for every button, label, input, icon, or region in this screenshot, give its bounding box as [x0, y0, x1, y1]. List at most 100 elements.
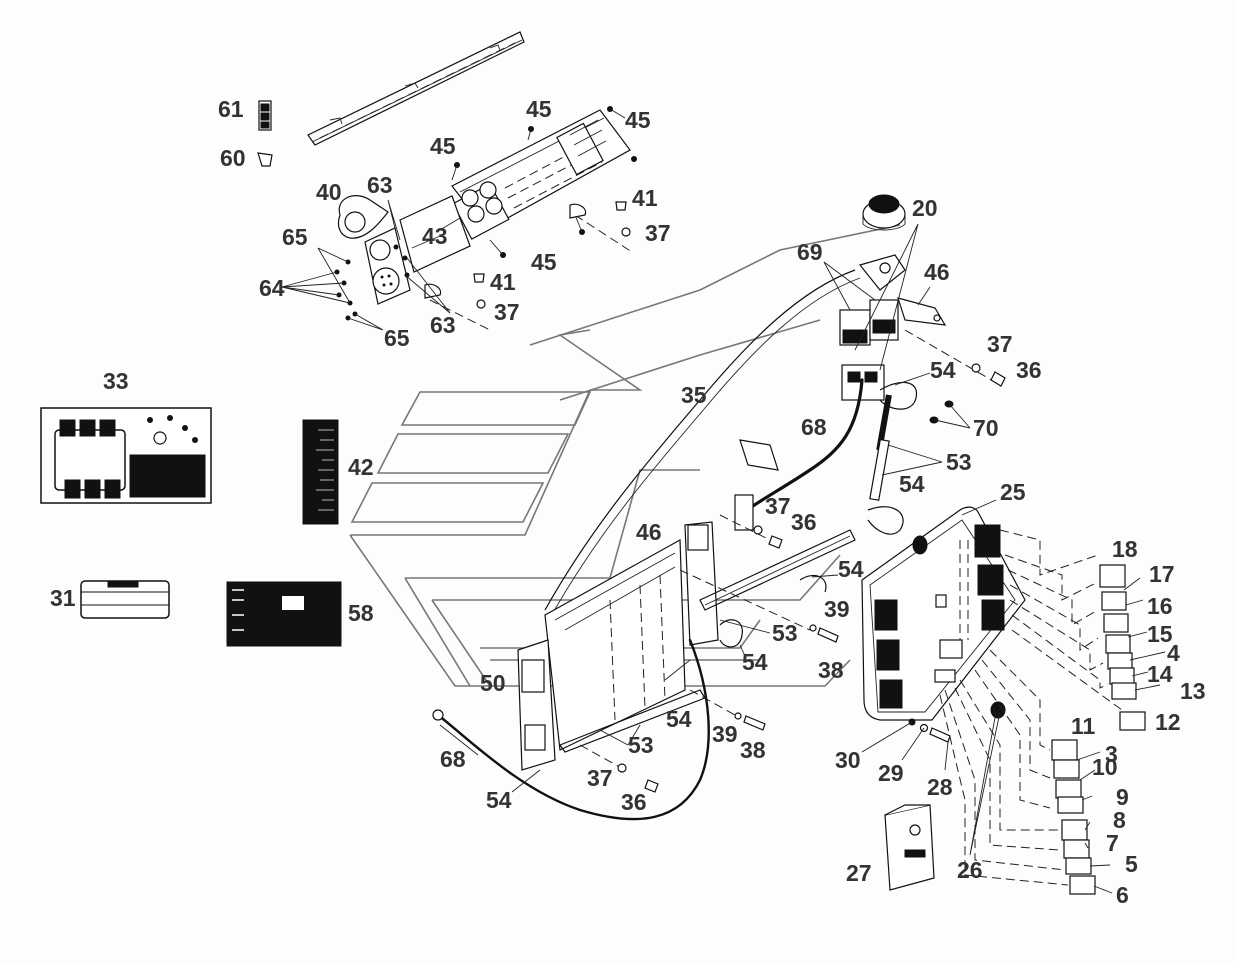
callout-39: 39	[824, 596, 850, 622]
callout-17: 17	[1149, 561, 1175, 587]
callout-36: 36	[1016, 357, 1042, 383]
callout-10: 10	[1092, 754, 1118, 780]
callout-54: 54	[838, 556, 864, 582]
label-decal-42	[302, 419, 339, 525]
callout-28: 28	[927, 774, 953, 800]
callout-54: 54	[486, 787, 512, 813]
label-decal-33	[40, 407, 212, 504]
callout-41: 41	[632, 185, 658, 211]
callout-36: 36	[791, 509, 817, 535]
callout-18: 18	[1112, 536, 1138, 562]
callout-11: 11	[1071, 713, 1096, 739]
callout-9: 9	[1116, 784, 1129, 810]
callout-39: 39	[712, 721, 738, 747]
callout-41: 41	[490, 269, 516, 295]
callout-38: 38	[818, 657, 844, 683]
callout-37: 37	[987, 331, 1013, 357]
callout-61: 61	[218, 96, 244, 122]
relay-group-bottom	[1061, 819, 1096, 895]
callout-27: 27	[846, 860, 872, 886]
callout-68: 68	[440, 746, 466, 772]
callout-42: 42	[348, 454, 374, 480]
callout-37: 37	[587, 765, 613, 791]
callout-37: 37	[765, 493, 791, 519]
callout-6: 6	[1116, 882, 1129, 908]
callout-45: 45	[430, 133, 456, 159]
part-cover-strip	[307, 31, 525, 146]
part-46-mounting-bracket-top	[897, 297, 947, 326]
callout-37: 37	[494, 299, 520, 325]
part-relay-panel	[399, 109, 631, 273]
callout-40: 40	[316, 179, 342, 205]
callout-70: 70	[973, 415, 999, 441]
callout-53: 53	[772, 620, 798, 646]
callout-12: 12	[1155, 709, 1181, 735]
callout-54: 54	[666, 706, 692, 732]
part-69-relays	[839, 299, 899, 401]
callout-30: 30	[835, 747, 861, 773]
part-20-grommet	[862, 194, 906, 231]
part-61-switch	[258, 100, 272, 131]
callout-13: 13	[1180, 678, 1206, 704]
part-50-control-module	[517, 538, 686, 771]
part-round-connectors	[334, 227, 411, 321]
part-37-36-fasteners-center	[579, 514, 783, 793]
callout-35: 35	[681, 382, 707, 408]
callout-leader-lines	[281, 199, 1166, 894]
callout-16: 16	[1147, 593, 1173, 619]
relay-group-middle	[1051, 739, 1084, 814]
callout-3: 3	[1105, 741, 1118, 767]
callout-45: 45	[625, 107, 651, 133]
callout-54: 54	[930, 357, 956, 383]
part-26-grommet	[990, 701, 1006, 719]
part-27-cover	[884, 804, 935, 891]
callout-25: 25	[1000, 479, 1026, 505]
label-decal-58	[226, 581, 342, 647]
callout-46: 46	[636, 519, 662, 545]
callout-65: 65	[282, 224, 308, 250]
callout-43: 43	[422, 223, 448, 249]
part-37-36-fasteners-right	[904, 329, 1006, 387]
callout-58: 58	[348, 600, 374, 626]
callout-8: 8	[1113, 807, 1126, 833]
part-68-cable-lower	[432, 638, 710, 821]
callout-20: 20	[912, 195, 938, 221]
part-45-screw-dots	[451, 106, 637, 258]
callout-labels: 61 60 45 45 45 45 40 63 43 41 37 65 64 4…	[50, 96, 1206, 908]
callout-36: 36	[621, 789, 647, 815]
callout-54: 54	[899, 471, 925, 497]
callout-31: 31	[50, 585, 76, 611]
callout-26: 26	[957, 857, 983, 883]
callout-33: 33	[103, 368, 129, 394]
callout-53: 53	[628, 732, 654, 758]
callout-45: 45	[531, 249, 557, 275]
part-35-bracket	[544, 254, 906, 619]
callout-37: 37	[645, 220, 671, 246]
callout-68: 68	[801, 414, 827, 440]
part-39-38-bolts	[679, 569, 839, 731]
callout-15: 15	[1147, 621, 1173, 647]
callout-63: 63	[430, 312, 456, 338]
callout-54: 54	[742, 649, 768, 675]
part-25-fuse-box	[861, 506, 1026, 721]
part-small-bracket	[739, 439, 779, 471]
callout-4: 4	[1167, 640, 1180, 666]
part-40-ring-terminal	[337, 195, 389, 239]
callout-29: 29	[878, 760, 904, 786]
relay-leader-lines	[939, 529, 1123, 886]
relay-group-top	[1099, 564, 1146, 731]
callout-7: 7	[1106, 830, 1119, 856]
callout-63: 63	[367, 172, 393, 198]
part-46-bracket-lower	[684, 494, 754, 646]
callout-60: 60	[220, 145, 246, 171]
callout-5: 5	[1125, 851, 1138, 877]
callout-53: 53	[946, 449, 972, 475]
callout-65: 65	[384, 325, 410, 351]
callout-14: 14	[1147, 661, 1173, 687]
part-53-54-cable-ties-upper	[867, 381, 918, 535]
callout-64: 64	[259, 275, 285, 301]
callout-50: 50	[480, 670, 506, 696]
part-68-cable-upper	[738, 378, 864, 517]
callout-69: 69	[797, 239, 823, 265]
